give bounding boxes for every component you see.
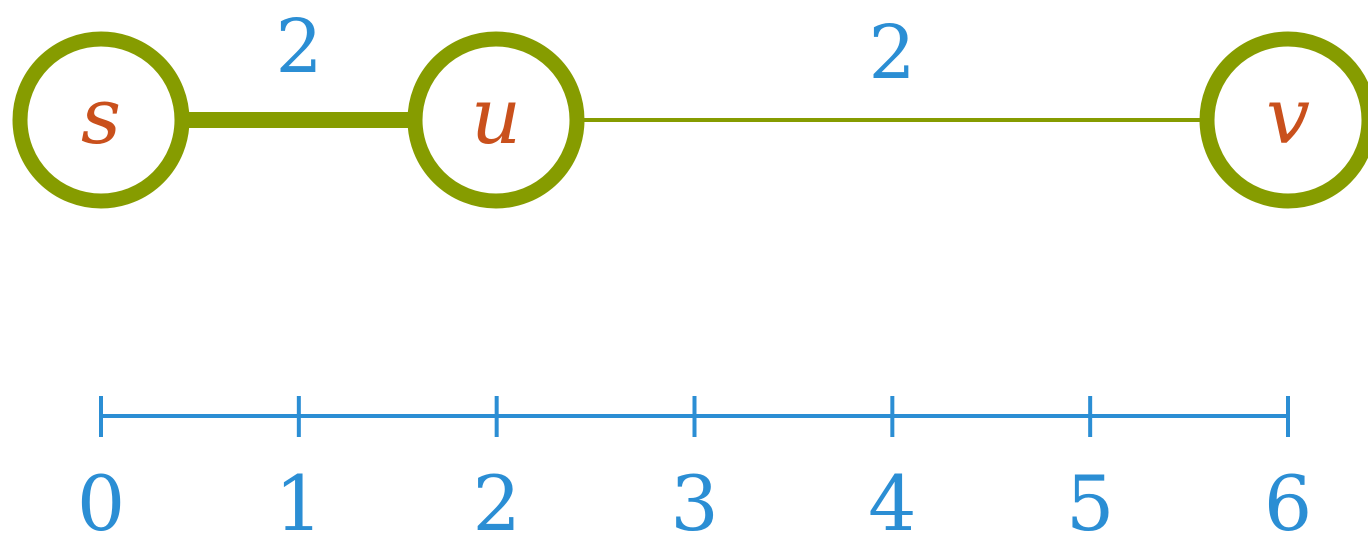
nodes: s u v (12, 31, 1368, 209)
node-v-circle (1199, 31, 1368, 209)
edge-weight-u-v: 2 (868, 10, 915, 96)
number-line-label-6: 6 (1264, 459, 1312, 537)
node-s-circle (12, 31, 190, 209)
edge-weight-s-u: 2 (275, 4, 322, 90)
number-line-label-2: 2 (472, 459, 520, 537)
node-u-label: u (471, 72, 521, 162)
edge-weights: 2 2 (275, 4, 915, 96)
node-u: u (407, 31, 585, 209)
number-line: 0 1 2 3 4 5 6 (77, 396, 1312, 537)
node-s-label: s (81, 72, 121, 162)
number-line-label-1: 1 (275, 459, 323, 537)
node-v-label: v (1266, 72, 1310, 162)
number-line-label-0: 0 (77, 459, 125, 537)
node-u-circle (407, 31, 585, 209)
node-s: s (12, 31, 190, 209)
number-line-label-4: 4 (868, 459, 916, 537)
number-line-label-5: 5 (1066, 459, 1114, 537)
number-line-label-3: 3 (670, 459, 718, 537)
node-v: v (1199, 31, 1368, 209)
number-line-ticks: 0 1 2 3 4 5 6 (77, 396, 1312, 537)
